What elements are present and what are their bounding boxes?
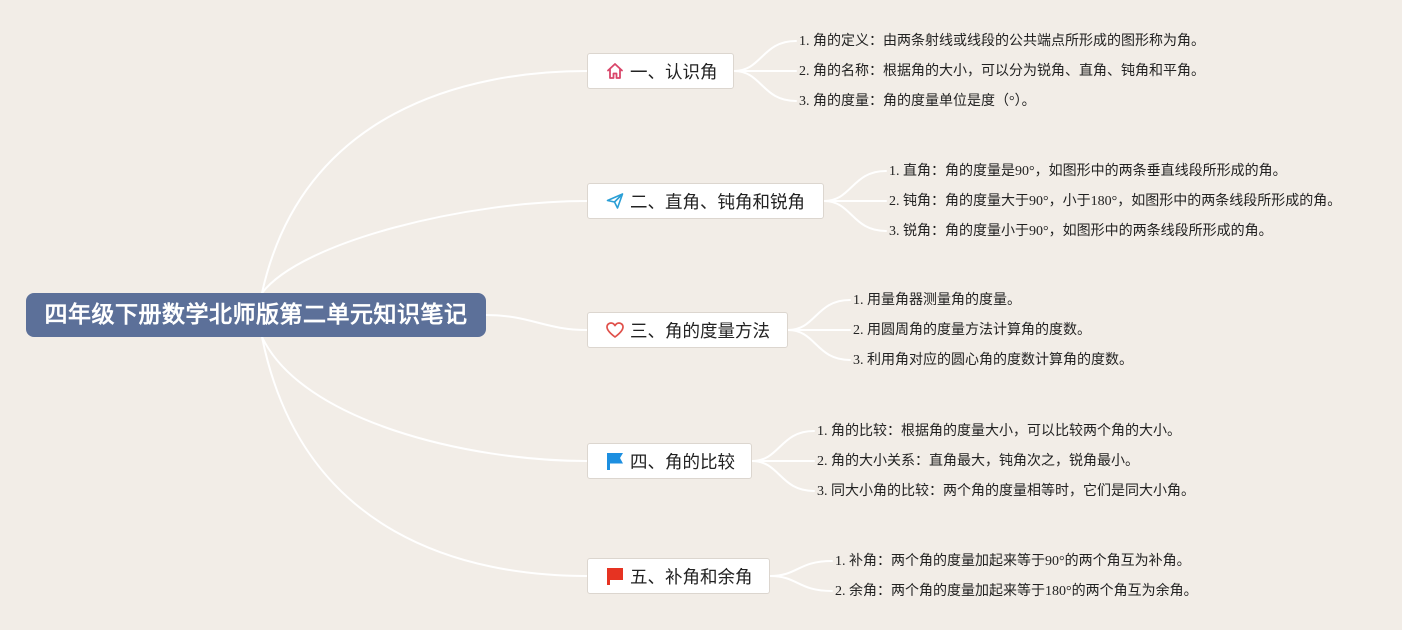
red-flag-icon: [604, 565, 626, 587]
branch-connector: [261, 200, 588, 294]
leaf-item[interactable]: 2. 用圆周角的度量方法计算角的度数。: [853, 323, 1091, 338]
leaf-connector: [823, 170, 887, 202]
leaf-connector: [751, 460, 815, 492]
leaf-connector: [769, 575, 833, 592]
leaf-item[interactable]: 2. 角的大小关系：直角最大，钝角次之，锐角最小。: [817, 454, 1139, 469]
branch-topic-1[interactable]: 一、认识角: [587, 53, 734, 89]
leaf-connector: [787, 329, 851, 361]
branch-topic-3[interactable]: 三、角的度量方法: [587, 312, 788, 348]
leaf-item[interactable]: 1. 补角：两个角的度量加起来等于90°的两个角互为补角。: [835, 554, 1191, 569]
branch-topic-5[interactable]: 五、补角和余角: [587, 558, 770, 594]
branch-label: 二、直角、钝角和锐角: [630, 192, 805, 213]
house-icon: [604, 60, 626, 82]
leaf-item[interactable]: 1. 用量角器测量角的度量。: [853, 293, 1021, 308]
leaf-connector: [787, 299, 851, 331]
branch-connector: [485, 314, 588, 331]
leaf-connector: [751, 430, 815, 462]
branch-label: 三、角的度量方法: [630, 321, 770, 342]
leaf-item[interactable]: 1. 角的比较：根据角的度量大小，可以比较两个角的大小。: [817, 424, 1181, 439]
leaf-item[interactable]: 3. 同大小角的比较：两个角的度量相等时，它们是同大小角。: [817, 484, 1195, 499]
leaf-item[interactable]: 2. 钝角：角的度量大于90°，小于180°，如图形中的两条线段所形成的角。: [889, 194, 1342, 209]
root-topic[interactable]: 四年级下册数学北师版第二单元知识笔记: [26, 293, 486, 337]
heart-icon: [604, 319, 626, 341]
branch-connector: [261, 70, 588, 294]
leaf-item[interactable]: 3. 角的度量：角的度量单位是度（°）。: [799, 94, 1036, 109]
leaf-item[interactable]: 3. 锐角：角的度量小于90°，如图形中的两条线段所形成的角。: [889, 224, 1273, 239]
branch-topic-2[interactable]: 二、直角、钝角和锐角: [587, 183, 824, 219]
leaf-item[interactable]: 1. 直角：角的度量是90°，如图形中的两条垂直线段所形成的角。: [889, 164, 1287, 179]
leaf-connector: [823, 200, 887, 232]
leaf-item[interactable]: 2. 角的名称：根据角的大小，可以分为锐角、直角、钝角和平角。: [799, 64, 1205, 79]
blue-flag-icon: [604, 450, 626, 472]
branch-label: 一、认识角: [630, 62, 718, 83]
leaf-connector: [769, 560, 833, 577]
branch-connector: [261, 336, 588, 462]
leaf-item[interactable]: 3. 利用角对应的圆心角的度数计算角的度数。: [853, 353, 1133, 368]
branch-label: 四、角的比较: [630, 452, 735, 473]
leaf-item[interactable]: 2. 余角：两个角的度量加起来等于180°的两个角互为余角。: [835, 584, 1198, 599]
paper-plane-icon: [604, 190, 626, 212]
leaf-connector: [733, 70, 797, 102]
branch-topic-4[interactable]: 四、角的比较: [587, 443, 752, 479]
branch-connector: [261, 336, 588, 577]
leaf-connector: [733, 40, 797, 72]
leaf-item[interactable]: 1. 角的定义：由两条射线或线段的公共端点所形成的图形称为角。: [799, 34, 1205, 49]
branch-label: 五、补角和余角: [630, 567, 753, 588]
